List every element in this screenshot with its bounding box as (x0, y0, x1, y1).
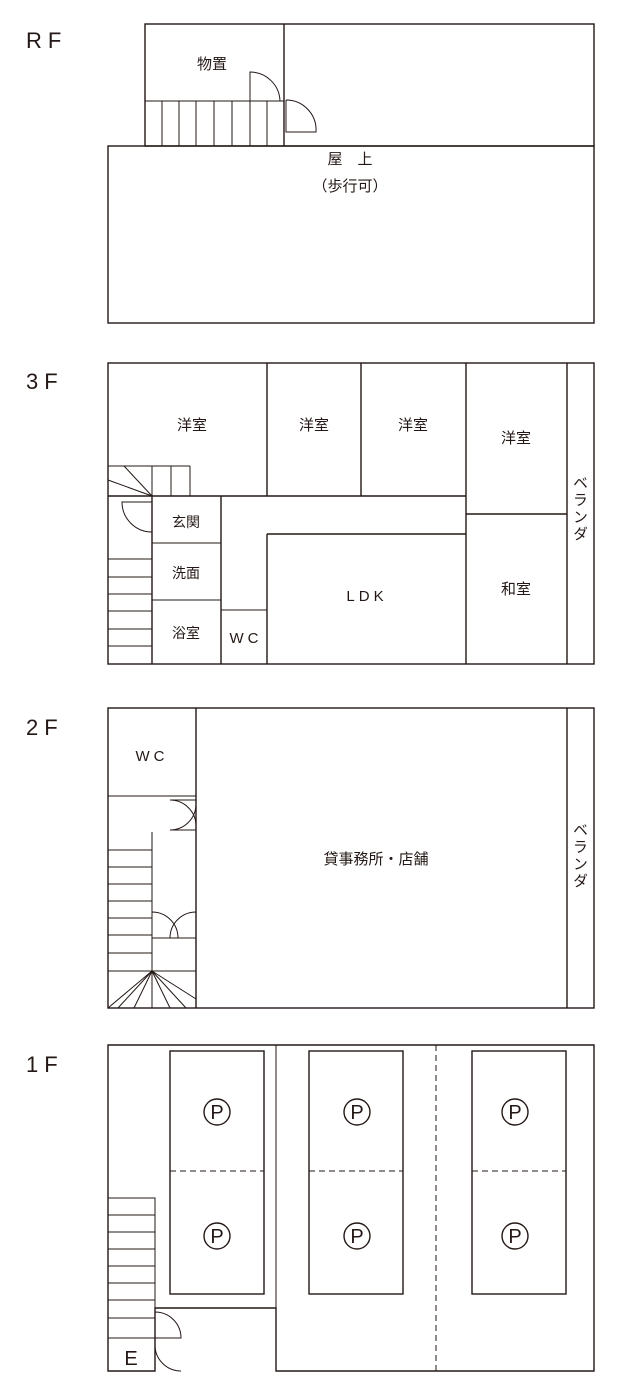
door-elevator-lower (154, 1344, 182, 1372)
floor-label-2f: 2F (26, 715, 64, 740)
parking-stall-2 (308, 1050, 404, 1295)
floor-2f: 2F WC 貸事務所・店舗 (26, 707, 595, 1009)
parking-icon: P (343, 1098, 371, 1126)
room-3f-western-1: 洋室 (177, 416, 207, 434)
floor-2f-outline (107, 707, 595, 1009)
room-2f-wc: WC (136, 748, 169, 765)
room-3f-wc: WC (230, 630, 263, 647)
door-elevator (154, 1311, 182, 1339)
room-rooftop: 屋 上 (327, 150, 372, 168)
floor-rf: RF 物置 屋 上 （歩行可） (26, 23, 595, 324)
door-2f-office-upper (169, 803, 197, 831)
svg-text:P: P (210, 1102, 223, 1124)
1f-stairs (107, 1197, 156, 1339)
floor-label-rf: RF (26, 28, 67, 53)
2f-stairs (107, 832, 197, 1009)
room-3f-washroom: 洗面 (172, 566, 200, 582)
door-2f-stair (151, 911, 179, 939)
room-3f-bathroom: 浴室 (172, 625, 200, 642)
rooftop-note: （歩行可） (312, 177, 387, 195)
floor-label-3f: 3F (26, 369, 64, 394)
room-storage: 物置 (197, 55, 227, 73)
parking-icon: P (203, 1098, 231, 1126)
floor-3f-outline (107, 362, 595, 665)
svg-text:P: P (350, 1102, 363, 1124)
room-2f-veranda: ベランダ (571, 822, 589, 890)
parking-icon: P (203, 1222, 231, 1250)
parking-icon: P (343, 1222, 371, 1250)
door-rooftop (285, 99, 317, 133)
room-1f-elevator: E (124, 1348, 137, 1370)
3f-stairs (107, 465, 191, 647)
floor-label-1f: 1F (26, 1052, 64, 1077)
parking-icon: P (501, 1222, 529, 1250)
room-2f-office: 貸事務所・店舗 (323, 850, 428, 868)
room-3f-ldk: LDK (346, 588, 387, 605)
room-3f-western-4: 洋室 (501, 429, 531, 447)
room-3f-japanese: 和室 (501, 580, 531, 598)
rooftop-outline (107, 145, 595, 324)
svg-text:P: P (508, 1102, 521, 1124)
room-3f-western-3: 洋室 (398, 416, 428, 434)
door-2f-wc (169, 799, 197, 827)
floor-1f-outline (107, 1044, 595, 1372)
svg-text:P: P (508, 1226, 521, 1248)
svg-text:P: P (210, 1226, 223, 1248)
parking-stall-1 (169, 1050, 265, 1295)
parking-stall-3 (471, 1050, 567, 1295)
door-storage (249, 71, 281, 102)
floor-1f: 1F P P P P P (26, 1044, 595, 1372)
svg-text:P: P (350, 1226, 363, 1248)
rf-stairs (161, 101, 268, 146)
door-3f-entrance (121, 501, 153, 533)
floor-3f: 3F 洋室 (26, 362, 595, 665)
room-3f-veranda: ベランダ (571, 475, 589, 543)
stair-penthouse (144, 23, 595, 147)
room-3f-western-2: 洋室 (299, 416, 329, 434)
door-2f-office-lower (169, 911, 197, 939)
parking-icon: P (501, 1098, 529, 1126)
room-3f-entrance: 玄関 (172, 514, 200, 531)
